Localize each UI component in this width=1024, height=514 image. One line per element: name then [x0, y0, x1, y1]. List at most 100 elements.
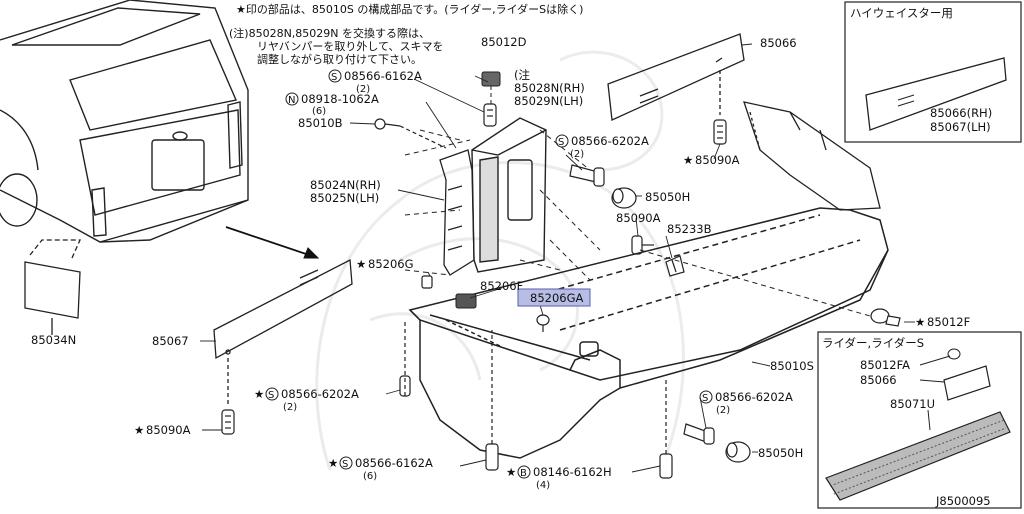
label-85050H-upper[interactable]: 85050H [645, 190, 690, 204]
star: ★ [915, 315, 925, 329]
bracket-85233B[interactable] [665, 255, 685, 277]
quantity: (6) [312, 106, 326, 117]
part-number: 85012F [927, 315, 970, 329]
part-number: 08566-6202A [715, 390, 793, 404]
part-number: 08918-1062A [301, 92, 379, 106]
label-85010B[interactable]: 85010B [298, 116, 343, 130]
screw-85090A-right[interactable] [713, 119, 727, 145]
part-number: 08566-6162A [355, 456, 433, 470]
star: ★ [254, 387, 264, 401]
b-symbol: B [520, 468, 527, 479]
label-85029N[interactable]: 85029N(LH) [514, 94, 583, 108]
diagram-id: J8500095 [935, 494, 991, 508]
tail-lamp-85028N[interactable] [471, 117, 547, 273]
garnish-85067[interactable] [213, 258, 353, 405]
part-number: 85206G [368, 257, 414, 271]
s-symbol: S [342, 459, 348, 470]
label-85067-lh[interactable]: 85067(LH) [930, 120, 991, 134]
label-85012FA[interactable]: 85012FA [860, 358, 910, 372]
s-symbol: S [702, 393, 708, 404]
clip-85206GA[interactable] [536, 314, 550, 332]
clip-85206G[interactable] [421, 275, 433, 289]
label-85066-rider[interactable]: 85066 [860, 373, 897, 387]
label-08566-6162A-bottom[interactable]: ★ S 08566-6162A (6) [328, 456, 433, 482]
inset-rider [817, 331, 1022, 509]
bolt-85010B[interactable] [374, 118, 447, 149]
s-symbol: S [558, 137, 564, 148]
grommet-85050H-lower[interactable] [725, 441, 751, 463]
label-85067[interactable]: 85067 [152, 334, 189, 348]
quantity: (2) [283, 402, 297, 413]
label-85010S[interactable]: 85010S [770, 359, 814, 373]
label-85025N[interactable]: 85025N(LH) [310, 191, 379, 205]
label-08918-1062A[interactable]: N 08918-1062A (6) [285, 92, 379, 117]
note-line-3: リヤバンパーを取り外して、スキマを [257, 40, 443, 53]
guide-85012F [639, 249, 871, 317]
rear-bumper-85010S[interactable] [408, 207, 889, 459]
label-85206GA-highlighted[interactable]: 85206GA [530, 291, 583, 305]
screw-08566-6162A-lamp[interactable] [483, 103, 497, 127]
bolt-08146-6162H[interactable] [659, 380, 673, 479]
label-85034N[interactable]: 85034N [31, 333, 76, 347]
note-line-2: (注)85028N,85029N を交換する際は、 [229, 26, 430, 40]
star: ★ [134, 423, 144, 437]
label-85090A-right[interactable]: ★ 85090A [683, 153, 740, 167]
label-08566-6202A-left[interactable]: ★ S 08566-6202A (2) [254, 387, 359, 413]
garnish-85066[interactable] [607, 33, 745, 121]
star: ★ [506, 465, 516, 479]
label-08566-6202A-upper[interactable]: S 08566-6202A (2) [555, 134, 649, 160]
label-85233B[interactable]: 85233B [667, 222, 712, 236]
bumper-rail [743, 101, 881, 211]
part-number: 85090A [146, 423, 191, 437]
label-85071U[interactable]: 85071U [890, 397, 935, 411]
inset-highway-title: ハイウェイスター用 [850, 6, 953, 20]
assembly-guide-lines [404, 129, 601, 281]
label-85206G[interactable]: ★ 85206G [356, 257, 414, 271]
quantity: (2) [716, 405, 730, 416]
screw-85090A-left[interactable] [221, 409, 235, 435]
label-85024N[interactable]: 85024N(RH) [310, 178, 381, 192]
quantity: (2) [570, 149, 584, 160]
star: ★ [328, 456, 338, 470]
clip-85206F[interactable] [455, 293, 477, 309]
screw-08566-6162A-bottom[interactable] [485, 330, 499, 471]
s-symbol: S [268, 390, 274, 401]
lamp-bracket-85024N[interactable] [439, 149, 475, 276]
note-line-1: ★印の部品は、85010S の構成部品です。(ライダー,ライダーSは除く) [236, 2, 583, 16]
direction-arrow [225, 226, 320, 259]
quantity: (6) [363, 471, 377, 482]
label-85206F[interactable]: 85206F [480, 279, 523, 293]
label-85012D[interactable]: 85012D [481, 35, 527, 49]
clip-85012F[interactable] [870, 308, 901, 327]
label-85028N[interactable]: 85028N(RH) [514, 81, 585, 95]
label-85066[interactable]: 85066 [760, 36, 797, 50]
label-85012F[interactable]: ★ 85012F [915, 315, 970, 329]
screw-08566-6202A-left[interactable] [399, 320, 411, 397]
screw-08566-6202A-lower[interactable] [683, 423, 715, 445]
van-illustration [0, 0, 249, 243]
grommet-85050H-upper[interactable] [611, 187, 637, 209]
license-plate-85034N[interactable] [24, 239, 82, 335]
inset-rider-title: ライダー,ライダーS [822, 336, 924, 350]
part-number: 08146-6162H [533, 465, 612, 479]
star: ★ [683, 153, 693, 167]
quantity: (4) [536, 480, 550, 491]
label-85050H-lower[interactable]: 85050H [758, 446, 803, 460]
highlight-box [517, 288, 591, 307]
part-number: 08566-6202A [571, 134, 649, 148]
screw-08566-6202A-upper[interactable] [569, 164, 605, 187]
part-number: 85090A [695, 153, 740, 167]
label-85066-rh[interactable]: 85066(RH) [930, 106, 992, 120]
n-symbol: N [288, 95, 295, 106]
label-85090A-left[interactable]: ★ 85090A [134, 423, 191, 437]
label-08566-6202A-lower[interactable]: S 08566-6202A (2) [699, 390, 793, 416]
part-number: 08566-6202A [281, 387, 359, 401]
leader-lines [200, 43, 915, 473]
label-08566-6162A-top[interactable]: S 08566-6162A (2) [328, 69, 422, 95]
label-85090A-middle[interactable]: 85090A [616, 211, 661, 225]
part-number: 08566-6162A [344, 69, 422, 83]
label-08146-6162H[interactable]: ★ B 08146-6162H (4) [506, 465, 612, 491]
label-chu: (注 [514, 68, 530, 82]
watermark [315, 50, 685, 471]
